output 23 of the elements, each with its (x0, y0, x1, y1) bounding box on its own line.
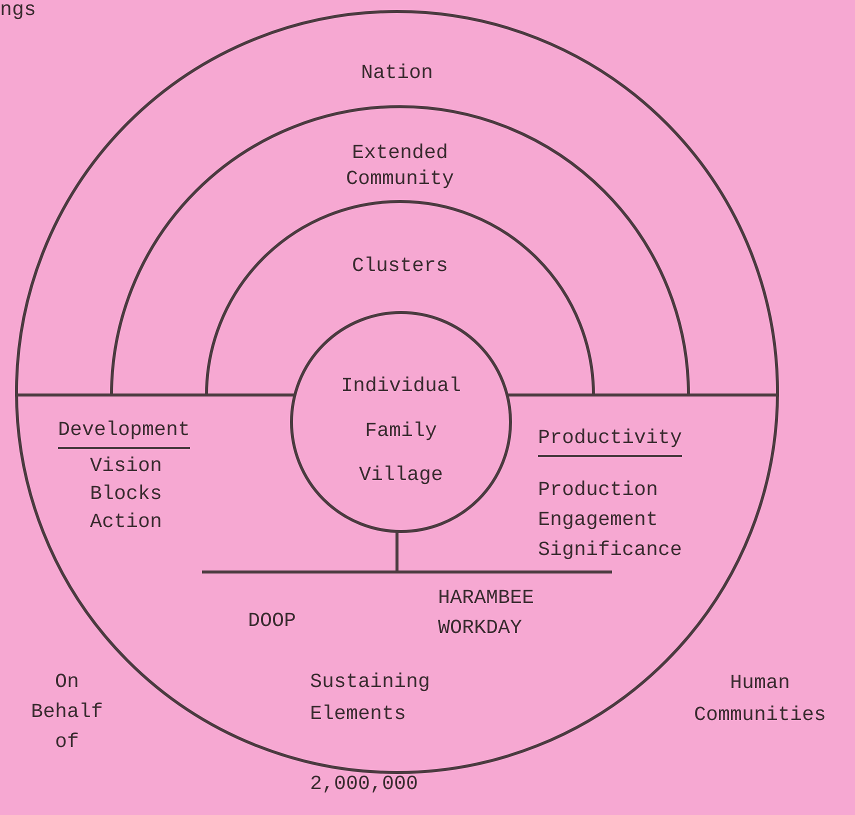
arch-band (205, 200, 595, 395)
text-label: Action (90, 511, 162, 534)
text-label: On Behalf of (30, 671, 103, 754)
region-label: Individual (340, 374, 462, 400)
text-label: DOOP (248, 610, 296, 633)
region-label: Family (364, 419, 437, 445)
text-label: Human Communities (694, 672, 826, 727)
text-label: Significance (538, 539, 682, 562)
region-label: Clusters (352, 254, 448, 280)
text-label: Sustaining Elements (310, 671, 430, 726)
arch-band (110, 105, 690, 395)
region-label: Extended Community (344, 141, 456, 193)
text-label: ngs (0, 0, 36, 22)
text-label: Productivity (538, 425, 682, 457)
region-label: Village (358, 463, 443, 489)
region-label: Nation (360, 61, 433, 87)
text-label: Blocks (90, 483, 162, 506)
text-label: HARAMBEE WORKDAY (438, 587, 534, 640)
text-label: Vision (90, 455, 162, 478)
text-label: Development (58, 417, 190, 449)
text-label: 2,000,000 (310, 773, 418, 796)
text-label: Engagement (538, 509, 658, 532)
text-label: Production (538, 479, 658, 502)
